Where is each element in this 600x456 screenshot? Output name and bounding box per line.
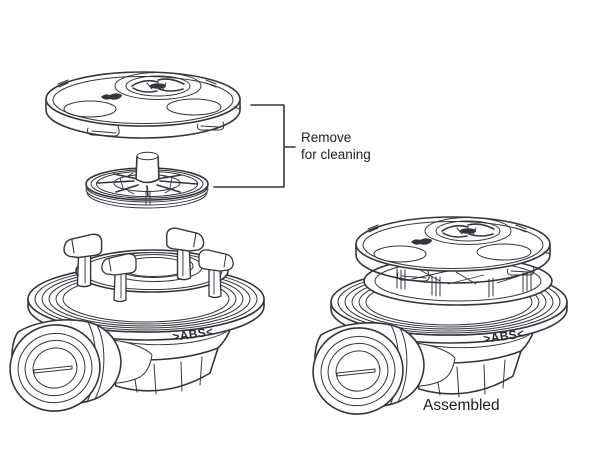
strainer-plate-exploded — [85, 151, 209, 209]
callout-label-line2: for cleaning — [301, 147, 371, 162]
strainer-mesh-ticks — [119, 172, 173, 195]
strainer-center-post — [135, 151, 160, 205]
drain-assembled: >ABS< — [304, 216, 568, 424]
callout-label-line1: Remove — [301, 130, 351, 145]
abs-marking-left: >ABS< — [171, 324, 214, 344]
assembled-caption: Assembled — [423, 397, 500, 414]
drain-body-exploded: >ABS< — [1, 227, 265, 421]
callout-bracket — [213, 104, 296, 188]
cap-lid-exploded — [45, 71, 241, 139]
abs-marking-right: >ABS< — [482, 326, 525, 346]
